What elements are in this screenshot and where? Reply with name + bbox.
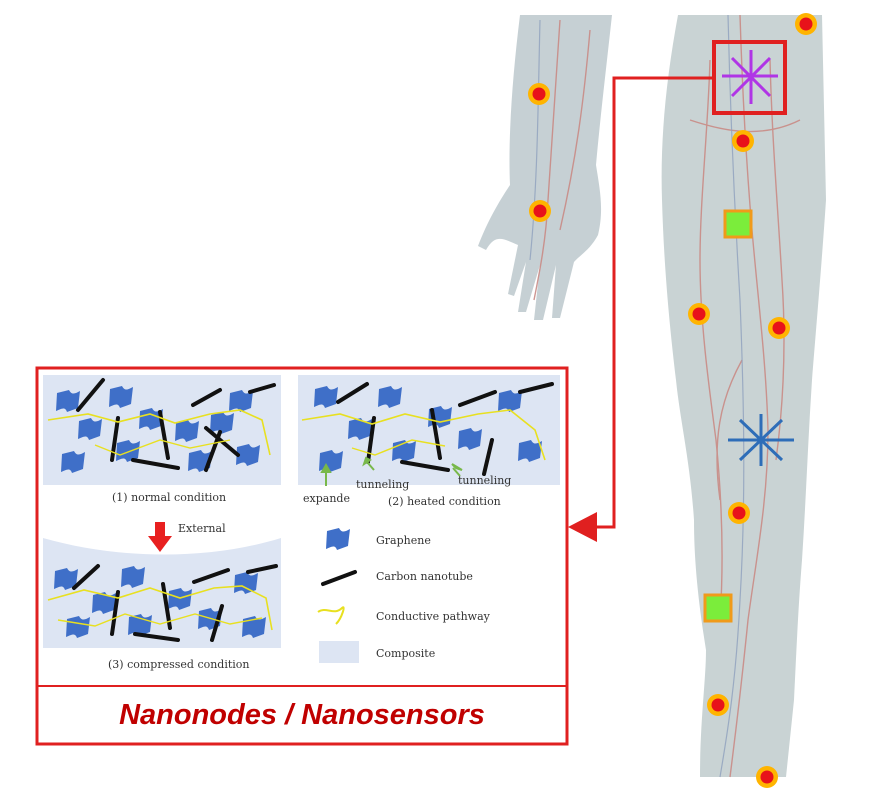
sensor-dot-icon [732, 130, 754, 152]
legend-graphene-label: Graphene [376, 534, 431, 547]
panel-compressed-caption: (3) compressed condition [108, 658, 250, 671]
tunneling-label-right: tunneling [458, 474, 512, 487]
purple-star-sensor-icon [722, 50, 778, 104]
arm-and-hand [478, 15, 612, 320]
leg [661, 15, 826, 777]
title-bar: Nanonodes / Nanosensors [38, 686, 566, 744]
legend-nanotube-label: Carbon nanotube [376, 570, 473, 583]
legend-pathway-label: Conductive pathway [376, 610, 490, 623]
sensor-dot-icon [768, 317, 790, 339]
legend-composite-label: Composite [376, 647, 436, 660]
square-sensor-icon [703, 593, 733, 623]
panel-normal-caption: (1) normal condition [112, 491, 227, 504]
blue-star-sensor-icon [728, 414, 794, 466]
panel-heated-caption: (2) heated condition [388, 495, 501, 508]
sensor-dot-icon [688, 303, 710, 325]
sensor-dots [528, 13, 817, 788]
panel-normal [43, 375, 281, 485]
sensor-dot-icon [728, 502, 750, 524]
composite-icon [319, 641, 359, 663]
tunneling-label-left: tunneling [356, 478, 410, 491]
square-sensor-icon [723, 209, 753, 239]
external-label: External [178, 522, 226, 535]
page-title: Nanonodes / Nanosensors [119, 698, 485, 731]
expande-label: expande [303, 492, 350, 505]
sensor-dot-icon [528, 83, 550, 105]
body-illustration [478, 14, 826, 778]
sensor-dot-icon [756, 766, 778, 788]
conductive-pathway-icon [317, 606, 345, 625]
carbon-nanotube-icon [321, 570, 357, 586]
sensor-dot-icon [529, 200, 551, 222]
sensor-dot-icon [707, 694, 729, 716]
sensor-dot-icon [795, 13, 817, 35]
external-force-arrow-icon [148, 522, 172, 552]
panel-heated [298, 375, 560, 486]
connector-arrow [568, 76, 714, 542]
panel-compressed [43, 538, 281, 648]
